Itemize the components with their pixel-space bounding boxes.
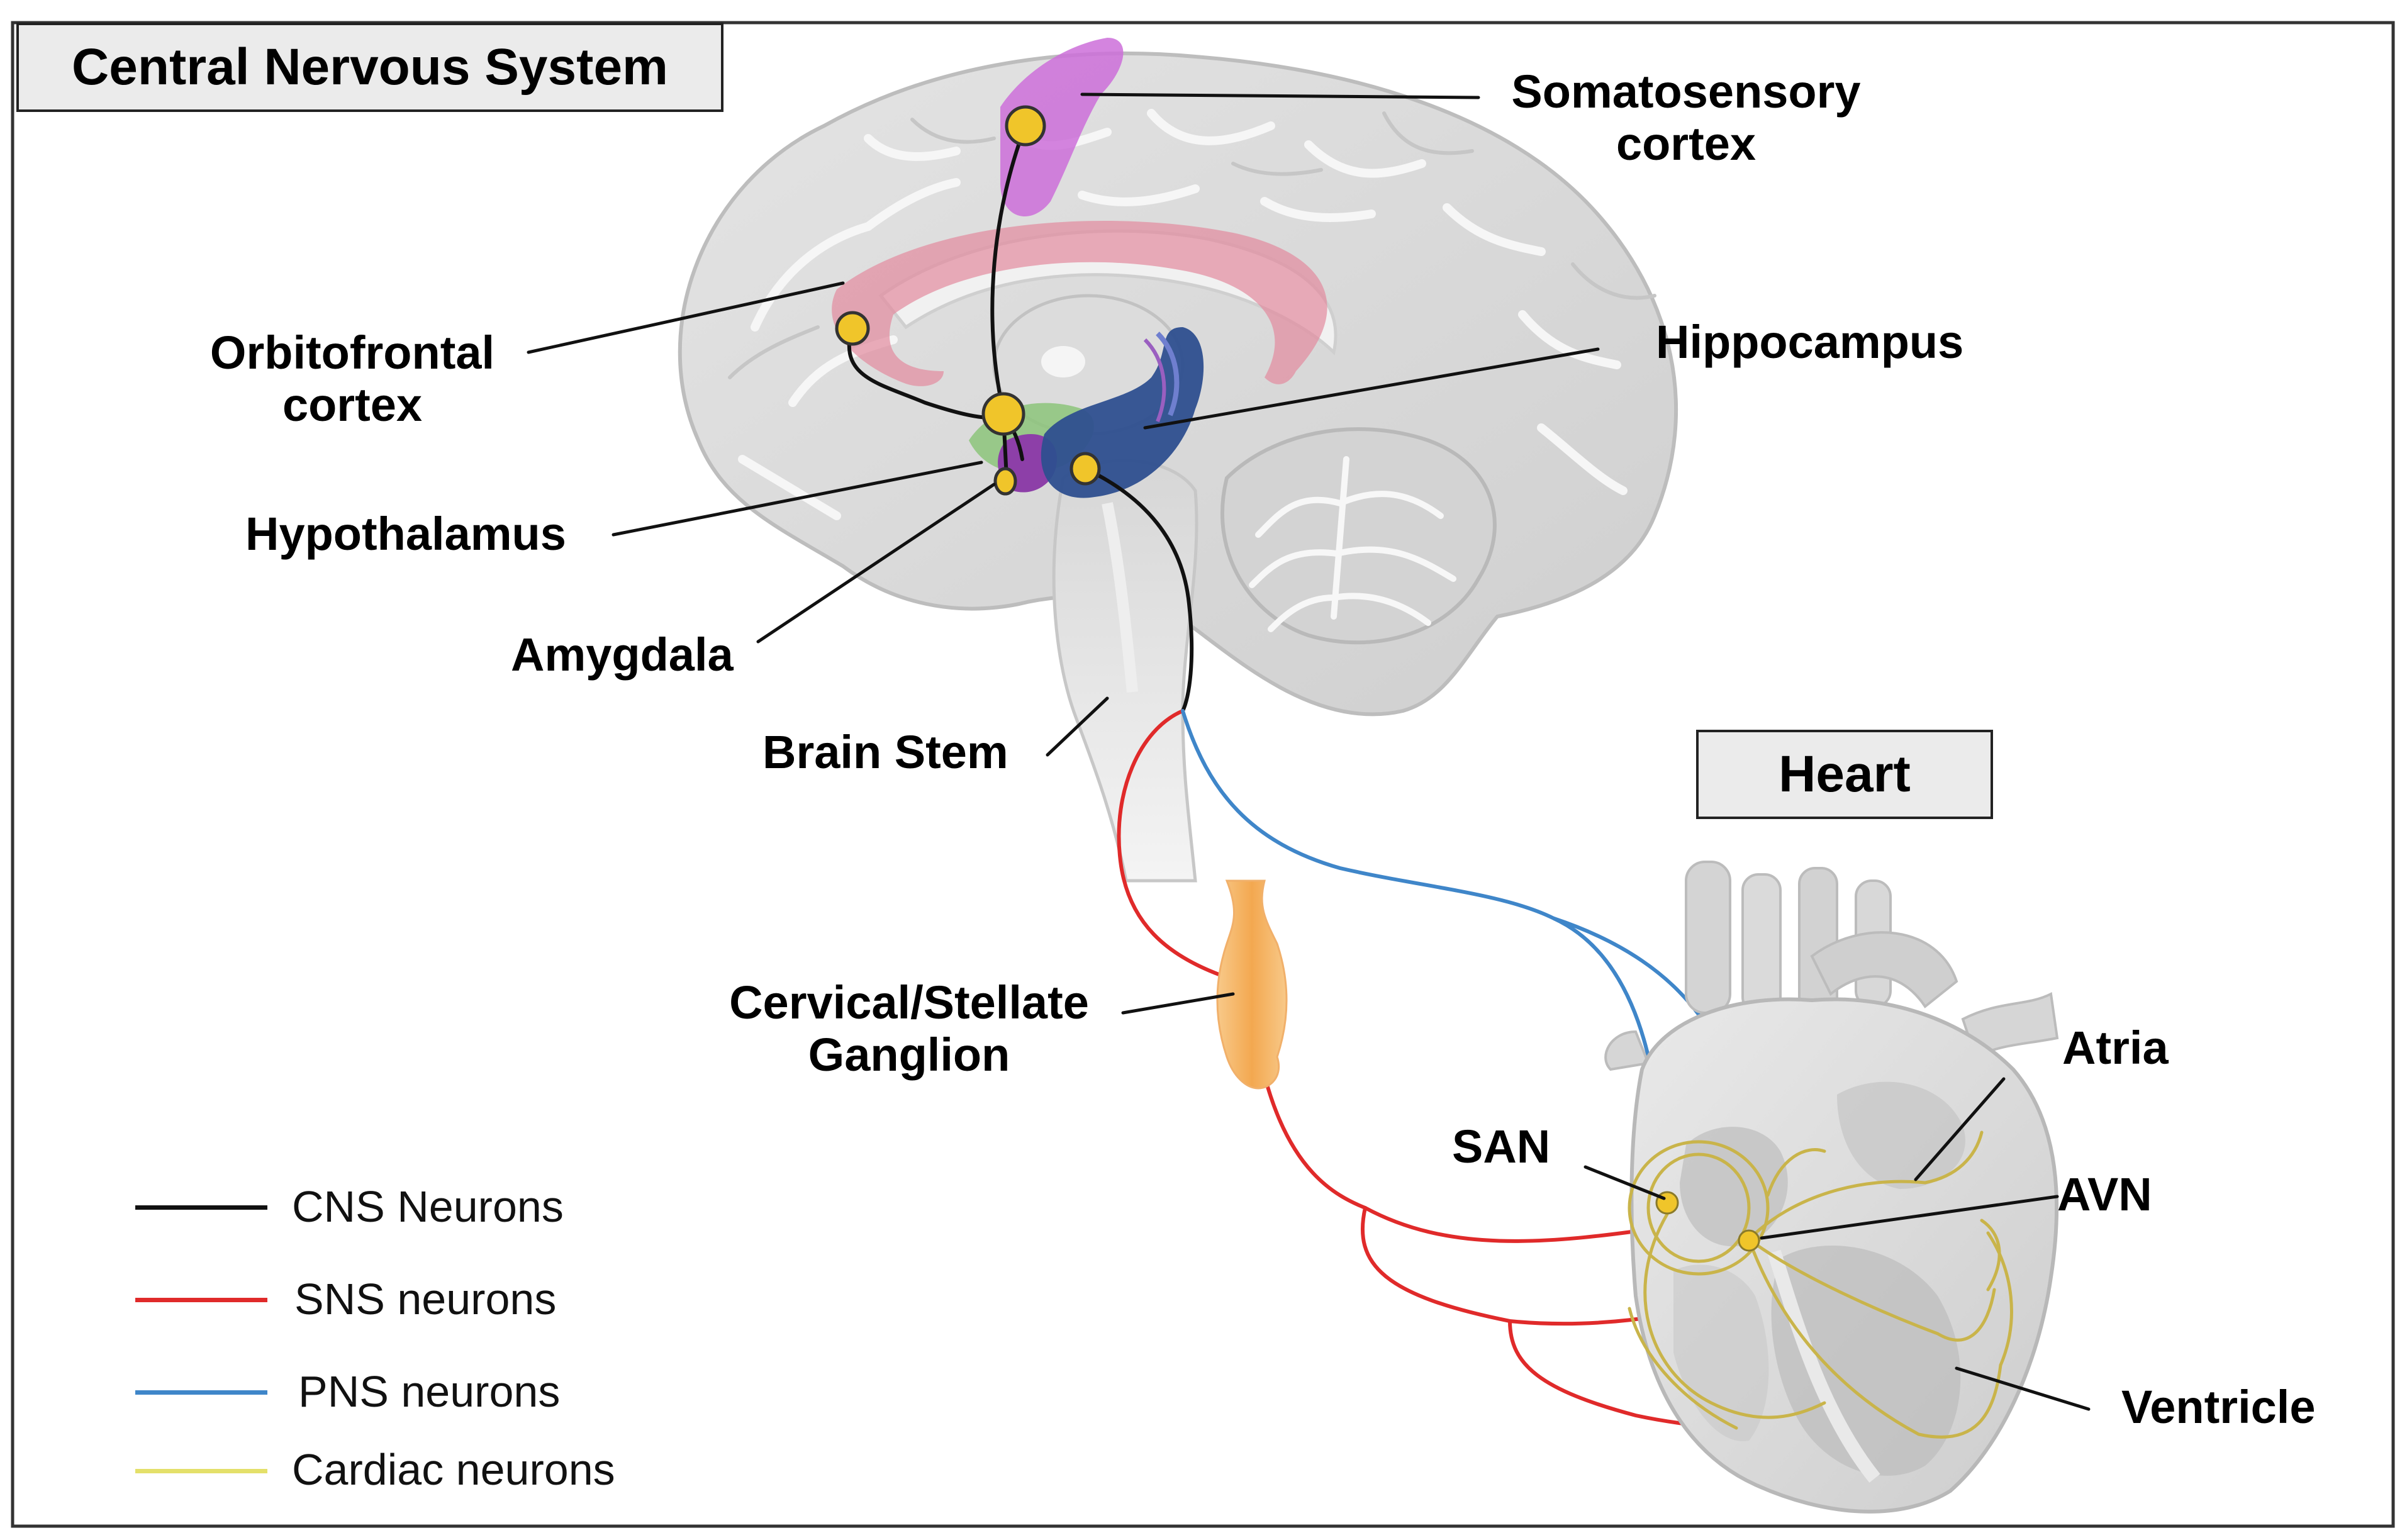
amygdala-node [993, 467, 1017, 496]
right-ventricle [1673, 1264, 1769, 1441]
legend-swatch-cns [135, 1205, 267, 1210]
brain-stem-label: Brain Stem [762, 726, 1008, 778]
neuron-nodes [835, 105, 1101, 496]
legend-swatch-pns [135, 1390, 267, 1395]
heart-title-box: Heart [1696, 730, 1993, 819]
avn-label: AVN [2057, 1168, 2152, 1220]
left-atrium [1837, 1081, 1965, 1189]
legend-label-sns: SNS neurons [294, 1275, 557, 1324]
cerebellum [1220, 427, 1497, 645]
avn-node [1738, 1229, 1760, 1252]
leader-lines [527, 92, 2091, 1411]
right-atrium [1680, 1127, 1788, 1247]
somatosensory-cortex-region [1000, 38, 1124, 216]
orbitofrontal-node [835, 311, 870, 346]
figure-frame [11, 21, 2395, 1528]
orbitofrontal-label-line2: cortex [282, 378, 423, 431]
limbic-hub-node [981, 392, 1025, 436]
gyri-texture [738, 109, 1628, 520]
ganglion-label-line1: Cervical/Stellate [729, 976, 1089, 1029]
legend-swatch-sns [135, 1298, 267, 1302]
cardiac-neurons [1628, 1130, 2013, 1439]
cervical-stellate-ganglion [1216, 879, 1288, 1090]
legend-label-pns: PNS neurons [298, 1367, 561, 1416]
sns-neurons [1117, 709, 1839, 1430]
cns-title-box: Central Nervous System [16, 23, 723, 112]
cns-title: Central Nervous System [72, 38, 668, 96]
legend-label-cns: CNS Neurons [292, 1182, 564, 1231]
heart-title: Heart [1779, 745, 1911, 803]
somatosensory-label-line1: Somatosensory [1511, 65, 1861, 118]
ventricle-label: Ventricle [2121, 1381, 2316, 1433]
somatosensory-node [1005, 105, 1046, 147]
ganglion-label-line2: Ganglion [808, 1028, 1010, 1081]
hippocampus-node [1069, 452, 1101, 486]
atria-label: Atria [2062, 1022, 2169, 1074]
heart-illustration [1604, 861, 2059, 1514]
san-label: SAN [1452, 1120, 1551, 1173]
somatosensory-label-line2: cortex [1616, 117, 1756, 170]
somatosensory-label: Somatosensory cortex [1472, 65, 1900, 170]
orbitofrontal-label-line1: Orbitofrontal [209, 326, 495, 379]
left-ventricle [1771, 1246, 1961, 1476]
hippocampus-label: Hippocampus [1656, 316, 1964, 368]
orbitofrontal-label: Orbitofrontal cortex [189, 326, 516, 432]
hypothalamus-label: Hypothalamus [245, 508, 566, 560]
amygdala-label: Amygdala [511, 628, 734, 681]
cingulate-region [832, 220, 1327, 386]
legend-label-cardiac: Cardiac neurons [292, 1445, 615, 1494]
ganglion-label: Cervical/Stellate Ganglion [711, 976, 1107, 1081]
legend-swatch-cardiac [135, 1469, 267, 1473]
